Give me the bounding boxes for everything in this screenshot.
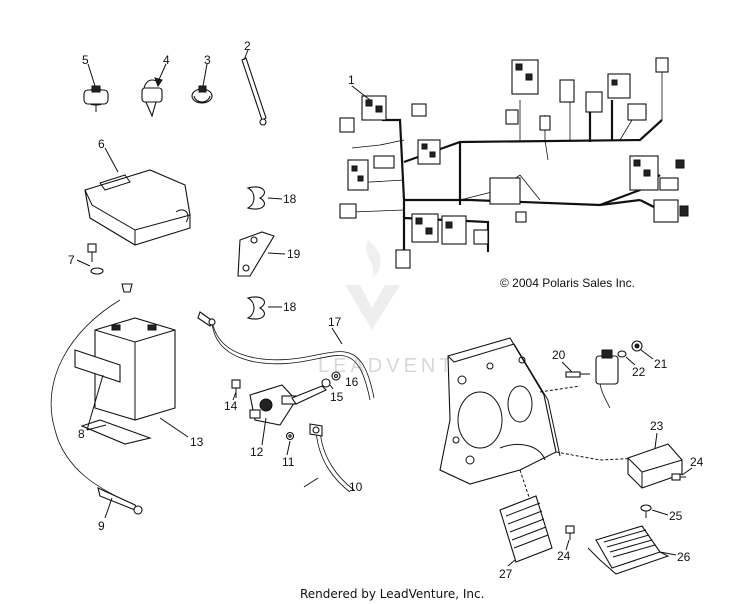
part-2-strap [241,57,267,126]
part-1-wiring-harness [339,57,689,269]
watermark-logo [345,240,400,330]
mounting-plate [439,337,561,485]
callout-5: 5 [82,53,89,67]
callout-1: 1 [348,73,355,87]
callout-25: 25 [669,509,683,523]
callout-24-right: 24 [690,455,704,469]
callout-12: 12 [250,445,264,459]
callout-15: 15 [330,390,344,404]
part-18-strap-bottom [246,296,265,320]
part-23-module [627,443,683,489]
part-25-screw [640,504,652,518]
callout-11: 11 [282,455,295,469]
callout-6: 6 [98,137,105,151]
callout-27: 27 [499,567,513,581]
part-24-screw-right [671,473,686,481]
part-20-bolt [565,371,590,378]
copyright-text: © 2004 Polaris Sales Inc. [500,276,635,290]
callout-9: 9 [98,519,105,533]
part-13-battery [74,317,176,445]
callout-20: 20 [552,348,566,362]
part-18-strap-top [246,186,265,210]
relay-module [595,349,619,409]
part-19-bracket [237,231,275,277]
part-26-rectifier [587,525,670,575]
callout-8: 8 [78,427,85,441]
callout-19: 19 [287,247,301,261]
part-10-cable [309,423,355,493]
part-27-regulator [499,495,553,563]
callout-18-top: 18 [283,192,297,206]
rendered-by-text: Rendered by LeadVenture, Inc. [300,587,484,601]
callout-13: 13 [190,435,204,449]
callout-4: 4 [163,53,170,67]
part-6-cover [84,169,191,246]
part-17-cable [197,311,375,401]
part-11-nut [285,431,295,441]
callout-16: 16 [345,375,359,389]
callout-10: 10 [349,480,363,494]
callout-24-bottom: 24 [557,549,571,563]
part-3-clip [191,85,213,104]
callout-18-bottom: 18 [283,300,297,314]
part-9-cable [50,299,143,515]
part-5-clamp [83,85,109,112]
part-14-bolt [231,379,241,398]
callout-14: 14 [224,399,238,413]
callout-3: 3 [204,53,211,67]
part-22-washer [617,350,627,358]
callout-23: 23 [650,419,664,433]
callout-7: 7 [68,253,75,267]
callout-17: 17 [328,315,342,329]
part-12-solenoid [249,384,297,426]
part-16-nut [331,371,341,381]
part-7-bolt [87,243,104,275]
part-21-bolt [631,340,643,352]
part-24-screw-bottom [565,525,575,540]
callout-26: 26 [677,550,691,564]
callout-labels: 1 2 10 3 4 5 6 7 8 9 11 12 13 14 15 16 1… [68,39,704,581]
part-battery-clip [121,283,133,293]
callout-21: 21 [654,357,668,371]
callout-22: 22 [632,365,646,379]
callout-2: 2 [244,39,251,53]
part-15-cable-end [291,378,331,405]
part-4-connector [141,77,163,118]
